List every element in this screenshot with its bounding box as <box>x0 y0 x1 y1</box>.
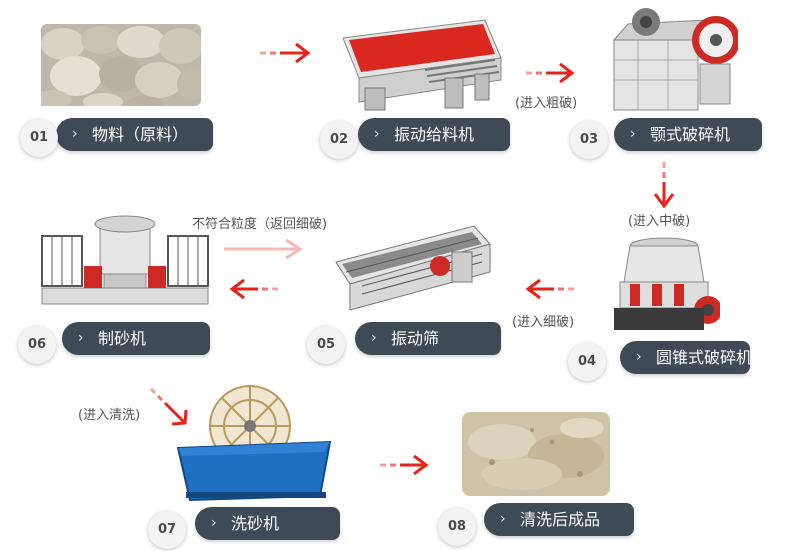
annotation-medium: (进入中破) <box>628 214 691 229</box>
raw-material-image <box>41 24 201 106</box>
vibrating-screen-image <box>332 222 494 312</box>
chevron-right-icon: › <box>630 126 636 142</box>
step-number: 07 <box>148 511 186 549</box>
step-label: › 振动筛 <box>355 322 501 355</box>
arrow-left-icon <box>524 278 576 300</box>
step-label: › 洗砂机 <box>195 507 340 540</box>
cone-crusher-image <box>612 236 720 334</box>
arrow-right-icon <box>378 454 430 476</box>
annotation-wash: (进入清洗) <box>78 408 141 423</box>
step-number: 02 <box>320 121 358 159</box>
step-number: 01 <box>20 119 58 157</box>
arrow-right-icon <box>258 42 312 64</box>
chevron-right-icon: › <box>636 349 642 365</box>
chevron-right-icon: › <box>211 515 217 531</box>
step-label: › 清洗后成品 <box>484 503 634 536</box>
sand-making-machine-image <box>40 214 210 314</box>
arrow-right-icon <box>524 62 576 84</box>
step-label: › 制砂机 <box>62 322 210 355</box>
step-number: 08 <box>438 508 476 546</box>
arrow-left-icon <box>228 278 280 300</box>
step-number: 04 <box>568 343 606 381</box>
finished-sand-image <box>462 412 610 496</box>
vibrating-feeder-image <box>335 18 503 114</box>
arrow-down-icon <box>652 160 676 210</box>
chevron-right-icon: › <box>500 511 506 527</box>
annotation-coarse: (进入粗破) <box>515 96 578 111</box>
step-label: › 圆锥式破碎机 <box>620 341 752 374</box>
step-number: 06 <box>18 326 56 364</box>
annotation-fine: (进入细破) <box>512 315 575 330</box>
arrow-down-right-icon <box>148 386 190 428</box>
step-number: 05 <box>307 326 345 364</box>
arrow-right-icon <box>222 238 304 260</box>
sand-washing-machine-image <box>172 384 334 502</box>
step-label: › 颚式破碎机 <box>614 118 762 151</box>
step-number: 03 <box>570 121 608 159</box>
jaw-crusher-image <box>608 4 738 112</box>
chevron-right-icon: › <box>78 330 84 346</box>
annotation-return: 不符合粒度（返回细破) <box>192 217 328 232</box>
step-label: › 物料（原料） <box>56 118 213 151</box>
chevron-right-icon: › <box>374 126 380 142</box>
step-label: › 振动给料机 <box>358 118 510 151</box>
chevron-right-icon: › <box>371 330 377 346</box>
chevron-right-icon: › <box>72 126 78 142</box>
